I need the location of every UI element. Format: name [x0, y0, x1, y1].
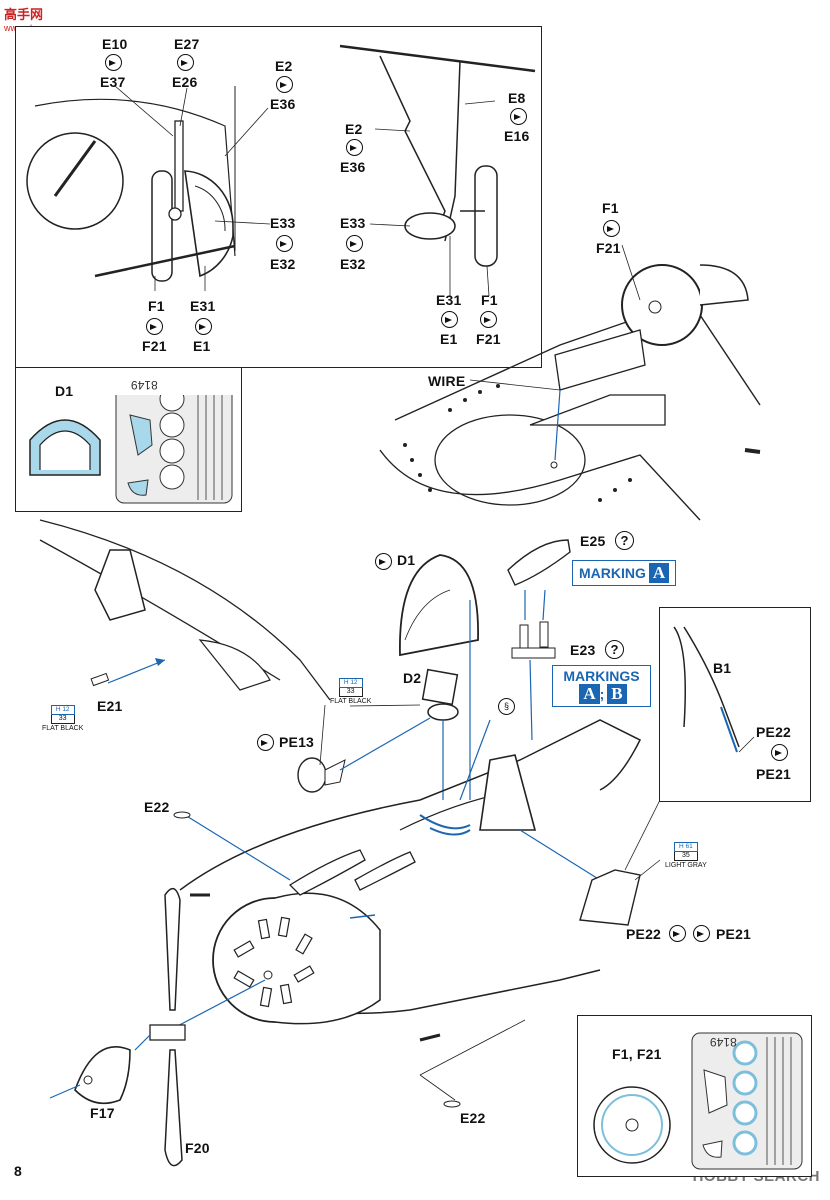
- marking-a-letter: A: [648, 563, 670, 583]
- gear-detail-drawing: [26, 44, 536, 297]
- attach-symbol: [693, 925, 710, 942]
- attach-symbol: [441, 311, 458, 328]
- label-e32-a: E32: [270, 256, 296, 272]
- page-number: 8: [14, 1163, 22, 1179]
- fold-symbol: [669, 925, 686, 942]
- markings-ab-label: MARKINGS: [563, 668, 640, 684]
- attach-symbol: [177, 54, 194, 71]
- label-e21: E21: [97, 698, 123, 714]
- label-e31-a: E31: [190, 298, 216, 314]
- label-pe22-pe21-left: PE22: [626, 926, 662, 942]
- star-attach-symbol: [375, 553, 392, 570]
- label-f21-a: F21: [142, 338, 167, 354]
- label-e36-a: E36: [270, 96, 296, 112]
- label-e23: E23: [570, 642, 596, 658]
- label-e33-b: E33: [340, 215, 366, 231]
- label-e32-b: E32: [340, 256, 366, 272]
- fret-number-2: 8149: [710, 1035, 737, 1049]
- label-e25: E25: [580, 533, 606, 549]
- fold-symbol: [257, 734, 274, 751]
- markings-ab-letter-1: A: [579, 684, 600, 704]
- canopy-mask-drawing: [29, 395, 233, 504]
- watermark-title: 高手网: [4, 7, 44, 22]
- label-e16: E16: [504, 128, 530, 144]
- label-d1-mask: D1: [55, 383, 74, 399]
- label-pe21: PE21: [756, 766, 792, 782]
- attach-symbol: [603, 220, 620, 237]
- attach-symbol: [771, 744, 788, 761]
- label-f21-b: F21: [476, 331, 501, 347]
- label-e2-b: E2: [345, 121, 363, 137]
- attach-symbol: [146, 318, 163, 335]
- label-e22-a: E22: [144, 799, 170, 815]
- attach-symbol: [510, 108, 527, 125]
- label-f20: F20: [185, 1140, 210, 1156]
- label-e10: E10: [102, 36, 128, 52]
- label-wire: WIRE: [428, 373, 466, 389]
- marking-a-label: MARKING: [579, 565, 646, 581]
- label-e31-b: E31: [436, 292, 462, 308]
- wheel-mask-drawing: [593, 1032, 803, 1170]
- label-e1-b: E1: [440, 331, 458, 347]
- label-e37: E37: [100, 74, 126, 90]
- label-pe21-right: PE21: [716, 926, 752, 942]
- markings-ab-badge: MARKINGS A;B: [552, 665, 651, 707]
- label-e27: E27: [174, 36, 200, 52]
- label-e33-a: E33: [270, 215, 296, 231]
- markings-ab-letter-2: B: [607, 684, 627, 704]
- label-f1-a: F1: [148, 298, 165, 314]
- label-pe13: PE13: [279, 734, 315, 750]
- b1-detail-drawing: [673, 626, 755, 753]
- label-e26: E26: [172, 74, 198, 90]
- label-f1-f21-bottom: F1, F21: [612, 1046, 662, 1062]
- attach-symbol: [276, 235, 293, 252]
- attach-symbol: [480, 311, 497, 328]
- markings-ab-separator: ;: [599, 686, 605, 702]
- attach-symbol: [276, 76, 293, 93]
- attach-symbol: [105, 54, 122, 71]
- attach-symbol: [346, 235, 363, 252]
- label-d1: D1: [397, 552, 416, 568]
- label-f1-c: F1: [602, 200, 619, 216]
- label-f17: F17: [90, 1105, 115, 1121]
- question-icon: ?: [605, 640, 624, 659]
- label-d2: D2: [403, 670, 422, 686]
- label-e8: E8: [508, 90, 526, 106]
- label-pe22: PE22: [756, 724, 792, 740]
- label-f1-b: F1: [481, 292, 498, 308]
- spring-icon: §: [498, 698, 515, 715]
- label-e2-a: E2: [275, 58, 293, 74]
- label-e36-b: E36: [340, 159, 366, 175]
- label-e1-a: E1: [193, 338, 211, 354]
- question-icon: ?: [615, 531, 634, 550]
- label-b1: B1: [713, 660, 732, 676]
- label-f21-c: F21: [596, 240, 621, 256]
- attach-symbol: [346, 139, 363, 156]
- label-e22-b: E22: [460, 1110, 486, 1126]
- attach-symbol: [195, 318, 212, 335]
